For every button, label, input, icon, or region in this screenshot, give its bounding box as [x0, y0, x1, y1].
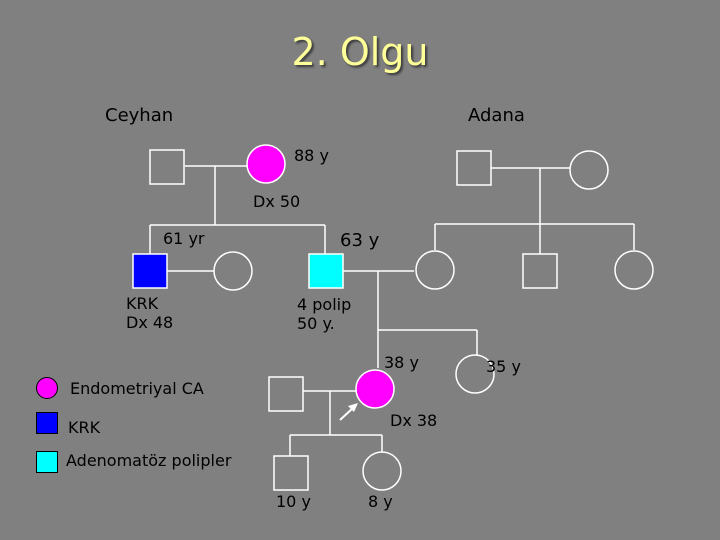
legend-label-polyps: Adenomatöz polipler: [66, 451, 232, 470]
grandmother-dx: Dx 50: [253, 192, 301, 211]
proband-dx: Dx 38: [390, 411, 438, 430]
maternal-uncle-square: [522, 253, 558, 289]
sister-age: 35 y: [486, 357, 521, 376]
uncle-square-krk: [132, 253, 168, 289]
sister-circle: [455, 354, 495, 394]
proband-age: 38 y: [384, 353, 419, 372]
father-dx-line1: 4 polip: [297, 295, 352, 314]
maternal-aunt-circle: [614, 250, 654, 290]
location-right: Adana: [468, 105, 525, 126]
uncle-wife-circle: [213, 251, 253, 291]
uncle-dx-line2: Dx 48: [126, 313, 174, 332]
daughter-circle: [362, 451, 402, 491]
uncle-dx-line1: KRK: [126, 294, 159, 313]
father-dx-line2: 50 y.: [297, 314, 335, 333]
daughter-age: 8 y: [368, 492, 393, 511]
grandmother-age: 88 y: [294, 146, 329, 165]
maternal-grandfather-square: [456, 150, 492, 186]
grandmother-circle-affected: [246, 144, 286, 184]
location-left: Ceyhan: [105, 105, 174, 126]
father-square-polyps: [308, 253, 344, 289]
legend-swatch-krk: [36, 412, 58, 434]
father-age: 63 y: [340, 230, 380, 251]
proband-circle-affected: [355, 369, 395, 409]
son-square: [273, 455, 309, 491]
grandfather-square: [149, 149, 185, 185]
legend-swatch-endometrial: [36, 377, 58, 399]
son-age: 10 y: [276, 492, 311, 511]
uncle-age: 61 yr: [163, 229, 205, 248]
slide-title: 2. Olgu: [291, 30, 429, 74]
proband-husband-square: [268, 376, 304, 412]
legend-label-endometrial: Endometriyal CA: [70, 379, 204, 398]
arrow-icon: [339, 403, 358, 421]
mother-circle: [415, 250, 455, 290]
pedigree-lines: [149, 165, 635, 456]
maternal-grandmother-circle: [569, 150, 609, 190]
legend-label-krk: KRK: [68, 418, 101, 437]
legend-swatch-polyps: [36, 451, 58, 473]
